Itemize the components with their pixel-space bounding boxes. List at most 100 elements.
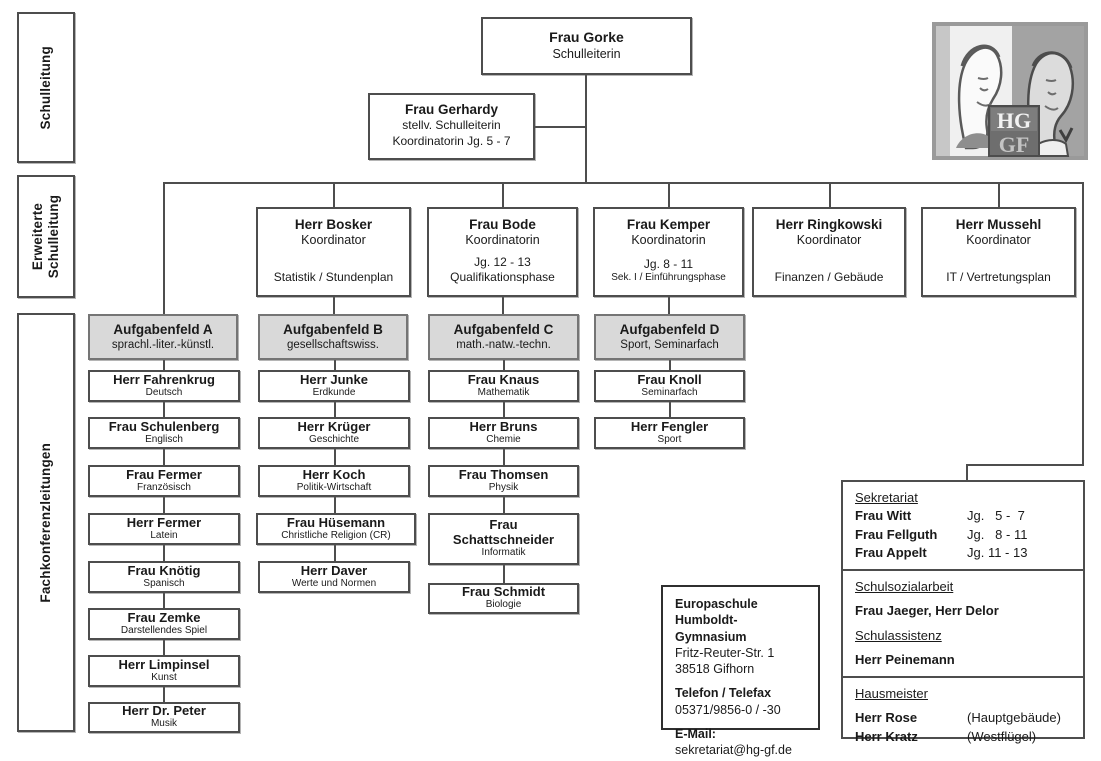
grade-range: Jg. 8 - 11 — [643, 257, 694, 271]
person-name: Frau Fellguth — [855, 526, 938, 542]
connector — [502, 182, 504, 207]
person-name: Frau Gorke — [549, 29, 624, 46]
sidebar-section-fachkonferenzleitungen: Fachkonferenzleitungen — [17, 313, 75, 732]
subject: Französisch — [137, 481, 191, 493]
connector — [503, 402, 505, 417]
person-name: Frau Gerhardy — [404, 102, 499, 118]
services-panel: Sekretariat Frau Witt Jg. 5 - 7 Frau Fel… — [841, 480, 1085, 744]
person-role: Koordinator — [966, 232, 1031, 247]
connector — [333, 297, 335, 314]
person-name: Frau Zemke — [127, 609, 201, 625]
connector — [163, 545, 165, 561]
person-name: Frau Appelt — [855, 545, 927, 561]
section-title: Sekretariat — [855, 490, 918, 505]
staff-row: Herr Rose (Hauptgebäude) — [855, 709, 1071, 727]
person-name: Frau Knötig — [127, 562, 201, 578]
person-role: Koordinator — [301, 232, 366, 247]
connector — [502, 297, 504, 314]
person-name: Frau Schmidt — [461, 584, 546, 600]
member-box-bruns: Herr Bruns Chemie — [428, 417, 579, 449]
person-name: Herr Fermer — [126, 514, 202, 530]
phone-number: 05371/9856-0 / -30 — [675, 702, 781, 717]
member-box-zemke: Frau Zemke Darstellendes Spiel — [88, 608, 240, 640]
responsibility: Finanzen / Gebäude — [774, 269, 884, 284]
section-title: Schulsozialarbeit — [855, 578, 954, 594]
connector — [163, 640, 165, 655]
hausmeister-section: Hausmeister Herr Rose (Hauptgebäude) Her… — [843, 675, 1083, 752]
connector — [163, 402, 165, 417]
connector — [163, 360, 165, 370]
subject: Spanisch — [143, 577, 185, 589]
person-name: Frau Schulenberg — [108, 418, 220, 434]
taskfield-b-header: Aufgabenfeld B gesellschaftswiss. — [258, 314, 408, 360]
person-name: Frau Knaus — [467, 371, 540, 387]
coordinator-box-bode: Frau Bode Koordinatorin Jg. 12 - 13 Qual… — [427, 207, 578, 297]
taskfield-subtitle: sprachl.-liter.-künstl. — [111, 338, 215, 351]
person-role: Schulleiterin — [552, 46, 621, 61]
member-box-fermer-h: Herr Fermer Latein — [88, 513, 240, 545]
subject: Biologie — [485, 599, 522, 611]
member-box-junke: Herr Junke Erdkunde — [258, 370, 410, 402]
coordinator-box-mussehl: Herr Mussehl Koordinator IT / Vertretung… — [921, 207, 1076, 297]
connector — [334, 360, 336, 370]
member-box-knoll: Frau Knoll Seminarfach — [594, 370, 745, 402]
subject: Erdkunde — [312, 386, 356, 398]
subject: Sport — [657, 433, 682, 445]
sekretariat-section: Sekretariat Frau Witt Jg. 5 - 7 Frau Fel… — [843, 482, 1083, 569]
grade-range: Jg. 12 - 13 — [474, 254, 531, 269]
subject: Englisch — [145, 433, 183, 445]
connector — [669, 402, 671, 417]
taskfield-title: Aufgabenfeld B — [283, 322, 383, 338]
person-role: stellv. Schulleiterin — [402, 118, 501, 133]
person-name: Herr Koch — [302, 466, 366, 482]
person-name: Frau Schattschneider — [452, 517, 555, 547]
connector — [163, 593, 165, 608]
taskfield-d-header: Aufgabenfeld D Sport, Seminarfach — [594, 314, 745, 360]
person-name: Frau Thomsen — [458, 466, 549, 482]
connector — [163, 497, 165, 513]
logo-letters-bottom: GF — [999, 132, 1030, 157]
email-label: E-Mail: — [675, 726, 716, 741]
person-role: Koordinatorin — [465, 232, 540, 247]
member-box-fermer-f: Frau Fermer Französisch — [88, 465, 240, 497]
connector — [334, 449, 336, 465]
member-box-limpinsel: Herr Limpinsel Kunst — [88, 655, 240, 687]
grade-range: Jg. 11 - 13 — [967, 545, 1028, 561]
schulsozialarbeit-section: Schulsozialarbeit Frau Jaeger, Herr Delo… — [843, 568, 1083, 676]
connector — [966, 464, 1084, 466]
org-name-line1: Europaschule — [675, 597, 758, 611]
subject: Kunst — [151, 671, 177, 683]
grade-range: Jg. 5 - 7 — [967, 508, 1025, 524]
connector — [585, 75, 587, 182]
subject: Mathematik — [477, 386, 530, 398]
subject: Informatik — [481, 547, 526, 559]
taskfield-subtitle: gesellschaftswiss. — [286, 338, 380, 351]
person-name: Herr Fengler — [630, 418, 709, 434]
taskfield-title: Aufgabenfeld D — [619, 322, 720, 338]
responsibility: Qualifikationsphase — [450, 269, 555, 284]
coordinator-box-kemper: Frau Kemper Koordinatorin Jg. 8 - 11 Sek… — [593, 207, 744, 297]
connector — [503, 497, 505, 513]
person-name: Herr Junke — [300, 371, 368, 387]
subject: Geschichte — [308, 433, 360, 445]
subject: Musik — [150, 718, 178, 730]
person-names: Frau Jaeger, Herr Delor — [855, 603, 999, 619]
school-logo: HG GF — [932, 22, 1088, 160]
connector — [966, 464, 968, 480]
person-name: Frau Fermer — [126, 466, 202, 482]
person-name: Frau Bode — [469, 217, 536, 232]
street: Fritz-Reuter-Str. 1 — [675, 645, 775, 660]
person-name: Frau Hüsemann — [286, 514, 386, 530]
member-box-fengler: Herr Fengler Sport — [594, 417, 745, 449]
connector — [534, 126, 587, 128]
member-box-knoetig: Frau Knötig Spanisch — [88, 561, 240, 593]
person-role: Koordinatorin — [631, 232, 706, 247]
staff-row: Frau Appelt Jg. 11 - 13 — [855, 544, 1071, 562]
sidebar-label: Fachkonferenzleitungen — [38, 442, 54, 603]
subject: Latein — [150, 529, 178, 541]
member-box-schmidt: Frau Schmidt Biologie — [428, 583, 579, 614]
person-name: Herr Dr. Peter — [122, 703, 206, 719]
email-address: sekretariat@hg-gf.de — [675, 743, 792, 757]
section-title: Hausmeister — [855, 685, 928, 701]
